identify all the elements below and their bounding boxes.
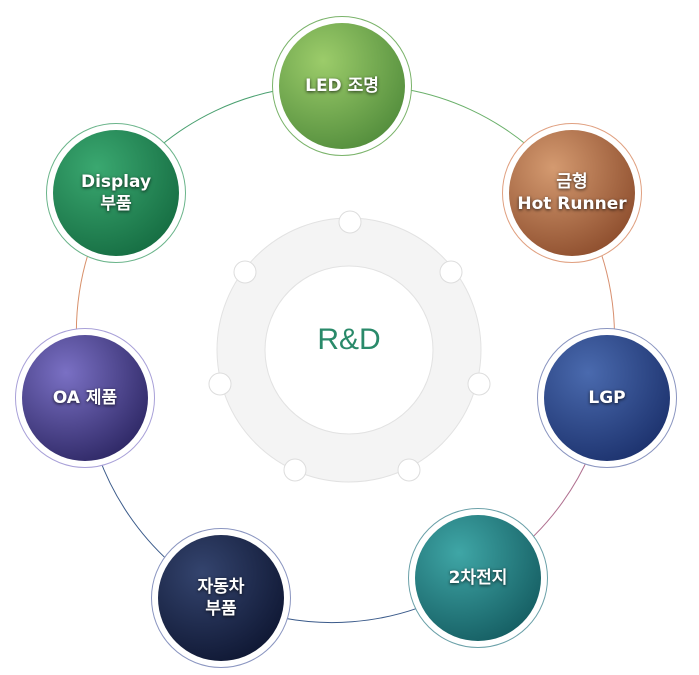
center-ring-inner (264, 265, 434, 435)
ring-dot (208, 372, 232, 396)
ring-dot (397, 458, 421, 482)
node-label-line2: Hot Runner (517, 194, 627, 214)
node-label: OA 제품 (22, 335, 148, 461)
node-label: 2차전지 (415, 515, 541, 641)
ring-dot (283, 458, 307, 482)
node-label-line1: OA 제품 (52, 388, 118, 408)
center-label: R&D (269, 310, 429, 370)
center-label-text: R&D (317, 323, 381, 356)
node-label-line1: 금형 (556, 172, 588, 192)
node-image (22, 335, 148, 461)
node-battery[interactable]: 2차전지 (408, 508, 548, 648)
node-image (279, 23, 405, 149)
ring-dot (467, 372, 491, 396)
node-image (158, 535, 284, 661)
node-image (53, 130, 179, 256)
ring-dot (338, 210, 362, 234)
ring-dot (233, 260, 257, 284)
center-ring-dots (208, 210, 491, 482)
node-label-line1: 자동차 (197, 577, 245, 597)
node-label: LED 조명 (279, 23, 405, 149)
node-image (509, 130, 635, 256)
node-label: LGP (544, 335, 670, 461)
node-label-line2: 부품 (205, 599, 237, 619)
node-led[interactable]: LED 조명 (272, 16, 412, 156)
node-label-line1: LED 조명 (305, 76, 379, 96)
node-label-line1: LGP (588, 388, 626, 408)
ring-dot (439, 260, 463, 284)
node-label-line2: 부품 (100, 194, 132, 214)
node-image (415, 515, 541, 641)
node-oa[interactable]: OA 제품 (15, 328, 155, 468)
node-lgp[interactable]: LGP (537, 328, 677, 468)
node-image (544, 335, 670, 461)
node-label-line1: Display (80, 172, 152, 192)
node-label-line1: 2차전지 (448, 568, 508, 588)
